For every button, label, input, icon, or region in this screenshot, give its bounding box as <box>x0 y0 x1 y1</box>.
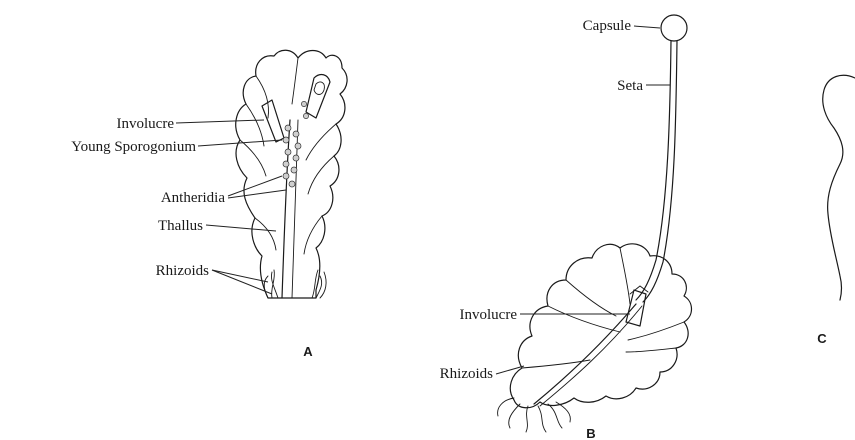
leader-involucre-a <box>176 120 264 123</box>
thallus-a-fold-2 <box>292 58 298 104</box>
panel-letter-b: B <box>586 426 595 440</box>
leader-rhizoids-a-2 <box>212 270 272 294</box>
capsule-b <box>661 15 687 41</box>
thallus-a-fold-3 <box>246 104 264 146</box>
panel-b: Capsule Seta Involucre Rhizoids B <box>440 15 692 440</box>
panel-c-outline <box>823 75 855 300</box>
thallus-a-fold-1 <box>256 76 269 118</box>
thallus-b-midrib <box>534 304 636 404</box>
label-rhizoids-b: Rhizoids <box>440 366 493 382</box>
thallus-a-outline <box>236 50 347 298</box>
panel-letter-a: A <box>303 344 313 359</box>
involucre-a-right <box>306 75 330 118</box>
thallus-a-fold-5 <box>306 124 336 160</box>
label-thallus-a: Thallus <box>158 218 203 234</box>
panel-c: C <box>817 75 855 346</box>
label-antheridia-a: Antheridia <box>161 190 225 206</box>
thallus-a-fold-7 <box>255 218 276 250</box>
involucre-a-left <box>262 100 284 142</box>
thallus-b-fold-2 <box>566 280 616 316</box>
label-involucre-b: Involucre <box>460 307 518 323</box>
leader-rhizoids-a-1 <box>212 270 268 282</box>
panel-letter-c: C <box>817 331 827 346</box>
rhizoids-b <box>498 398 571 432</box>
label-involucre-a: Involucre <box>117 116 175 132</box>
thallus-b-fold-6 <box>620 248 630 304</box>
leader-antheridia-a-1 <box>228 176 282 196</box>
thallus-b-fold-4 <box>626 348 676 352</box>
rhizoids-a <box>264 270 326 298</box>
thallus-a-fold-8 <box>304 216 322 254</box>
thallus-a-midrib <box>282 120 290 298</box>
thallus-a-fold-4 <box>240 140 266 176</box>
label-seta-b: Seta <box>617 78 643 94</box>
seta-b-2 <box>643 41 677 302</box>
sporogonium-a-bud <box>314 82 324 95</box>
label-rhizoids-a: Rhizoids <box>156 263 209 279</box>
thallus-b-outline <box>510 244 691 408</box>
leader-antheridia-a-2 <box>228 190 286 198</box>
label-capsule-b: Capsule <box>583 18 632 34</box>
panel-a: Involucre Young Sporogonium Antheridia T… <box>71 50 347 359</box>
label-young-sporogonium-a: Young Sporogonium <box>71 139 196 155</box>
thallus-b-fold-1 <box>548 306 620 332</box>
thallus-a-fold-6 <box>308 156 334 194</box>
leader-capsule-b <box>634 26 660 28</box>
